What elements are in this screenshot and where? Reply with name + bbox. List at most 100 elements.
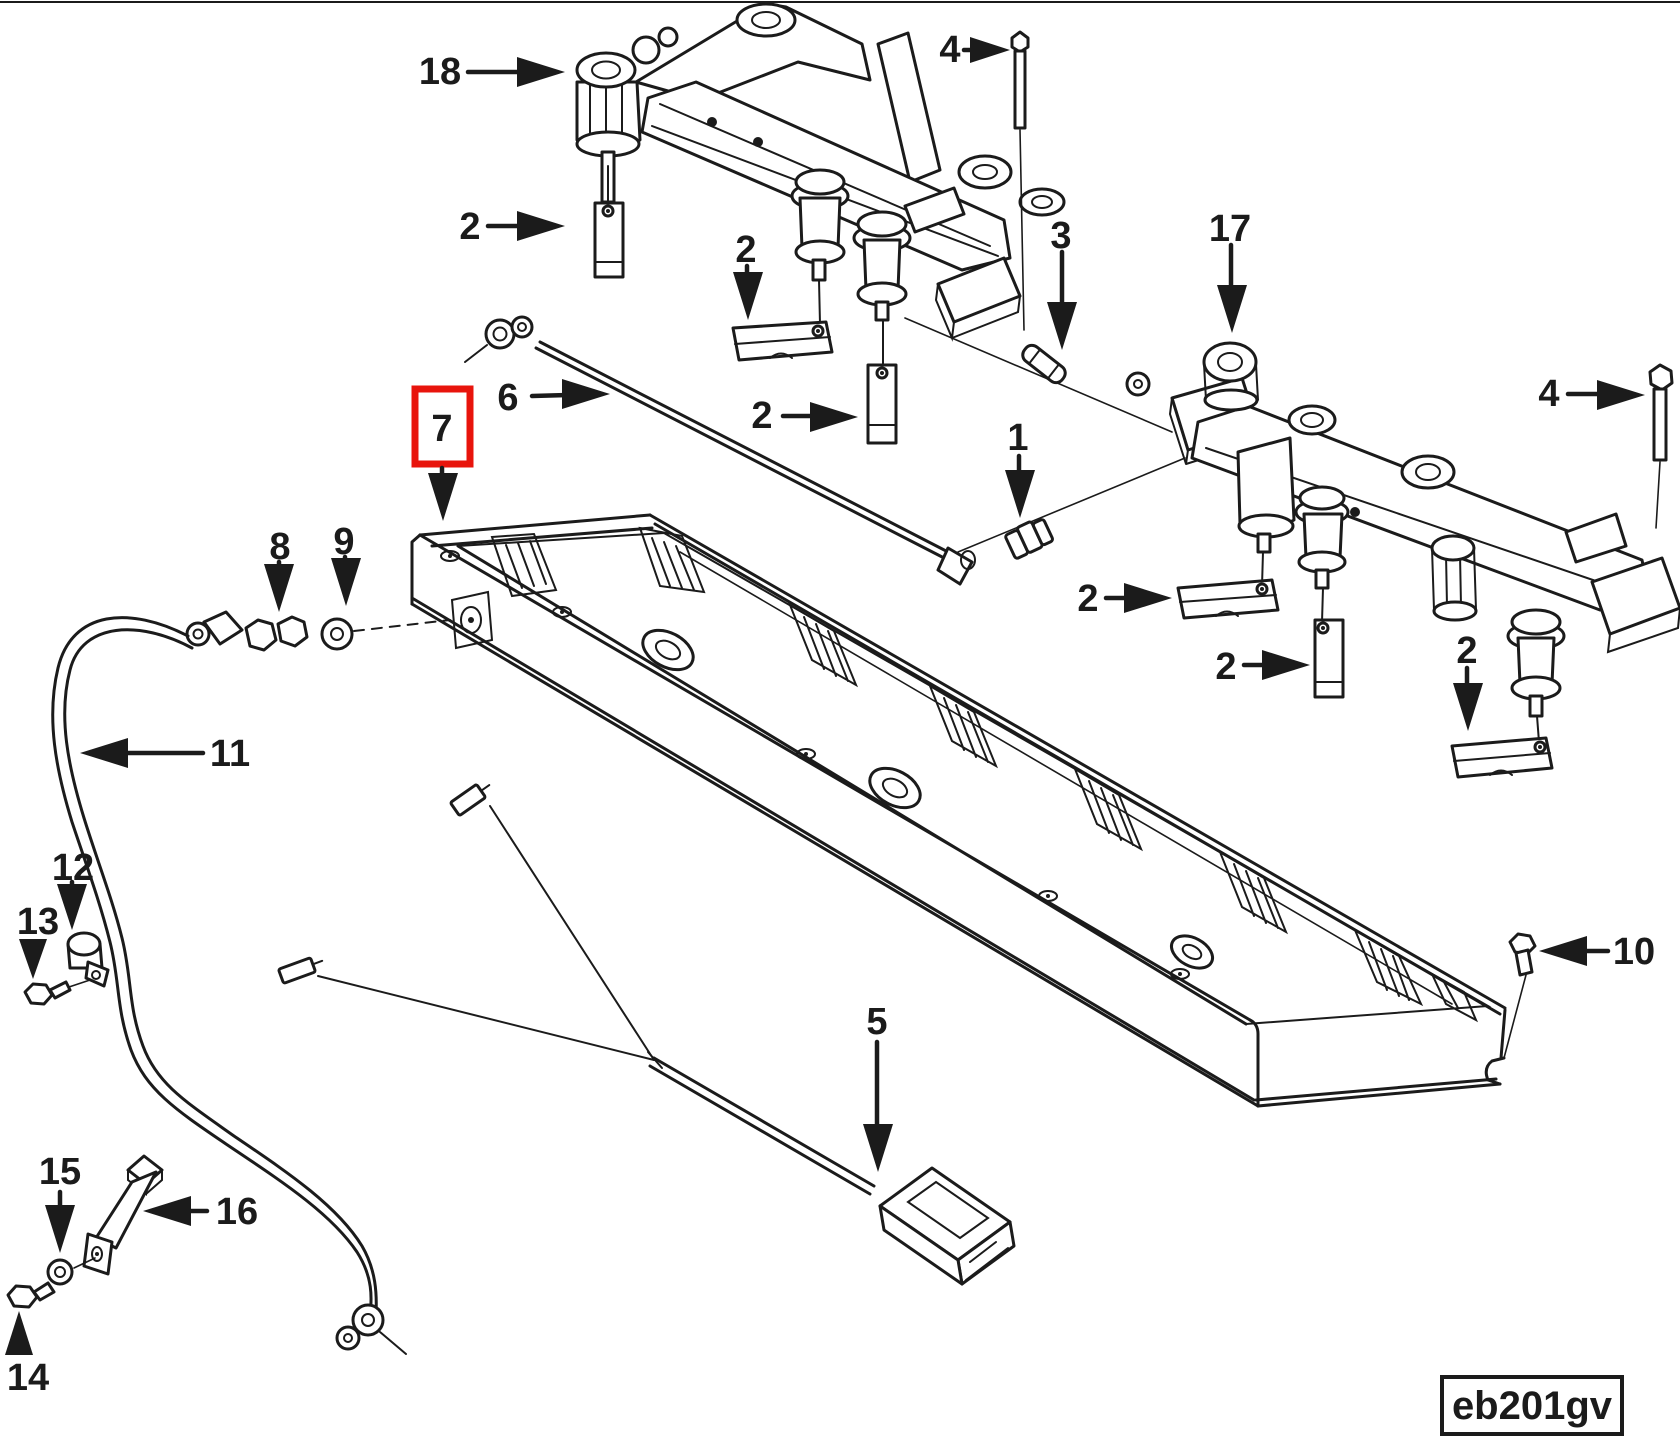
callout-17-label: 17 bbox=[1209, 208, 1251, 250]
fitting-nut-2 bbox=[276, 615, 309, 648]
harness-sleeve bbox=[648, 1056, 876, 1196]
rocker-shaft-assembly-rear bbox=[904, 317, 1680, 718]
dowel-pin bbox=[1021, 343, 1067, 385]
callout-17: 17 bbox=[1209, 208, 1251, 333]
callout-18-label: 18 bbox=[419, 51, 461, 93]
figure-code-text: eb201gv bbox=[1452, 1384, 1613, 1428]
bracket-bolt bbox=[6, 1281, 56, 1309]
pedestal-block-3 bbox=[866, 319, 898, 445]
clamp-bolt bbox=[23, 980, 72, 1006]
callout-12: 12 bbox=[52, 847, 94, 930]
callout-4-front-label: 4 bbox=[939, 29, 960, 71]
fitting-alignment-dashes bbox=[353, 619, 451, 632]
callout-2-c: 2 bbox=[751, 395, 858, 437]
injector-clamp-front-2 bbox=[852, 210, 912, 322]
callout-2-f-label: 2 bbox=[1456, 630, 1477, 672]
callout-2-e-label: 2 bbox=[1215, 646, 1236, 688]
valve-cover-spacer-plate bbox=[353, 513, 1507, 1108]
callout-2-d-label: 2 bbox=[1077, 578, 1098, 620]
callout-3-label: 3 bbox=[1050, 215, 1071, 257]
callout-5-label: 5 bbox=[866, 1001, 887, 1043]
tube-union-fitting bbox=[1004, 518, 1054, 560]
callout-10-label: 10 bbox=[1613, 931, 1655, 973]
callout-11: 11 bbox=[80, 733, 250, 775]
callout-8-label: 8 bbox=[269, 526, 290, 568]
callout-14: 14 bbox=[5, 1311, 49, 1399]
callout-9: 9 bbox=[331, 521, 361, 606]
callout-2-b-label: 2 bbox=[735, 229, 756, 271]
plate-rim-details bbox=[440, 550, 1190, 980]
mounting-bolt-rear bbox=[1648, 363, 1674, 529]
callout-13-label: 13 bbox=[17, 901, 59, 943]
callout-5: 5 bbox=[863, 1001, 893, 1172]
harness-terminal-1 bbox=[449, 783, 487, 817]
callout-1: 1 bbox=[1005, 417, 1035, 518]
callout-7-highlighted: 7 bbox=[411, 385, 474, 521]
callout-2-a-label: 2 bbox=[459, 206, 480, 248]
injector-clamp-rear-1 bbox=[1294, 485, 1350, 590]
pedestal-block-1 bbox=[593, 165, 625, 279]
callout-12-label: 12 bbox=[52, 847, 94, 889]
plate-injector-bosses bbox=[641, 628, 1215, 970]
callout-14-label: 14 bbox=[7, 1357, 49, 1399]
figure-code-box: eb201gv bbox=[1440, 1375, 1624, 1436]
callout-6: 6 bbox=[497, 377, 610, 419]
callout-2-c-label: 2 bbox=[751, 395, 772, 437]
fitting-nut-1 bbox=[244, 618, 278, 652]
callout-16: 16 bbox=[143, 1191, 258, 1233]
callout-7-label: 7 bbox=[431, 408, 452, 450]
callout-2-b: 2 bbox=[733, 229, 763, 320]
callout-6-label: 6 bbox=[497, 377, 518, 419]
mounting-bolt-front bbox=[1010, 30, 1030, 331]
support-bracket bbox=[73, 1154, 164, 1276]
plate-corner-bolt bbox=[1503, 932, 1537, 1059]
injector-clamp-rear-2 bbox=[1506, 608, 1566, 718]
pedestal-cylinder bbox=[1430, 534, 1478, 622]
callout-9-label: 9 bbox=[333, 521, 354, 563]
callout-11-label: 11 bbox=[210, 733, 250, 775]
plate-inner-opening bbox=[457, 531, 1492, 1025]
sealing-washer bbox=[320, 617, 354, 651]
callout-4-rear-label: 4 bbox=[1538, 373, 1559, 415]
plate-left-port bbox=[450, 590, 494, 650]
callout-2-a: 2 bbox=[459, 206, 565, 248]
elbow-fitting bbox=[202, 610, 244, 646]
callout-4-front: 4 bbox=[939, 29, 1010, 71]
wiring-harness bbox=[277, 783, 1016, 1286]
red-highlight-box bbox=[411, 385, 474, 468]
callout-2-e: 2 bbox=[1215, 646, 1310, 688]
rocker-shaft-assembly-front bbox=[575, 2, 1066, 342]
plate-ribs bbox=[490, 526, 1479, 1023]
hose-fitting-group bbox=[185, 610, 354, 652]
oil-line-axis bbox=[957, 457, 1186, 553]
callout-10: 10 bbox=[1539, 931, 1655, 973]
pedestal-block-5 bbox=[1313, 587, 1345, 699]
pedestal-block-6 bbox=[1450, 715, 1554, 779]
callout-2-d: 2 bbox=[1077, 578, 1172, 620]
callout-16-label: 16 bbox=[216, 1191, 258, 1233]
bracket-washer bbox=[46, 1258, 74, 1286]
callout-2-f: 2 bbox=[1453, 630, 1483, 731]
callout-15-label: 15 bbox=[39, 1151, 81, 1193]
drain-hose bbox=[51, 616, 407, 1355]
tube-elbow bbox=[936, 546, 974, 586]
callout-18: 18 bbox=[419, 51, 565, 93]
oil-supply-tube bbox=[464, 315, 1054, 586]
callout-3: 3 bbox=[1047, 215, 1077, 350]
callouts: 18 4 2 2 3 17 4 6 bbox=[5, 29, 1655, 1399]
hose-clamp bbox=[65, 931, 110, 989]
harness-terminal-2 bbox=[277, 956, 317, 985]
callout-1-label: 1 bbox=[1007, 417, 1028, 459]
callout-8: 8 bbox=[264, 526, 294, 612]
pedestal-block-4 bbox=[1176, 551, 1280, 620]
harness-connector bbox=[878, 1166, 1016, 1286]
pedestal-block-2 bbox=[731, 279, 834, 362]
callout-15: 15 bbox=[39, 1151, 81, 1253]
callout-13: 13 bbox=[17, 901, 59, 979]
pedestal-blocks bbox=[593, 165, 1554, 779]
hose-end-banjo bbox=[351, 1303, 385, 1337]
injector-clamp-front-1 bbox=[790, 168, 850, 282]
shaft-axis-line bbox=[904, 317, 1173, 433]
